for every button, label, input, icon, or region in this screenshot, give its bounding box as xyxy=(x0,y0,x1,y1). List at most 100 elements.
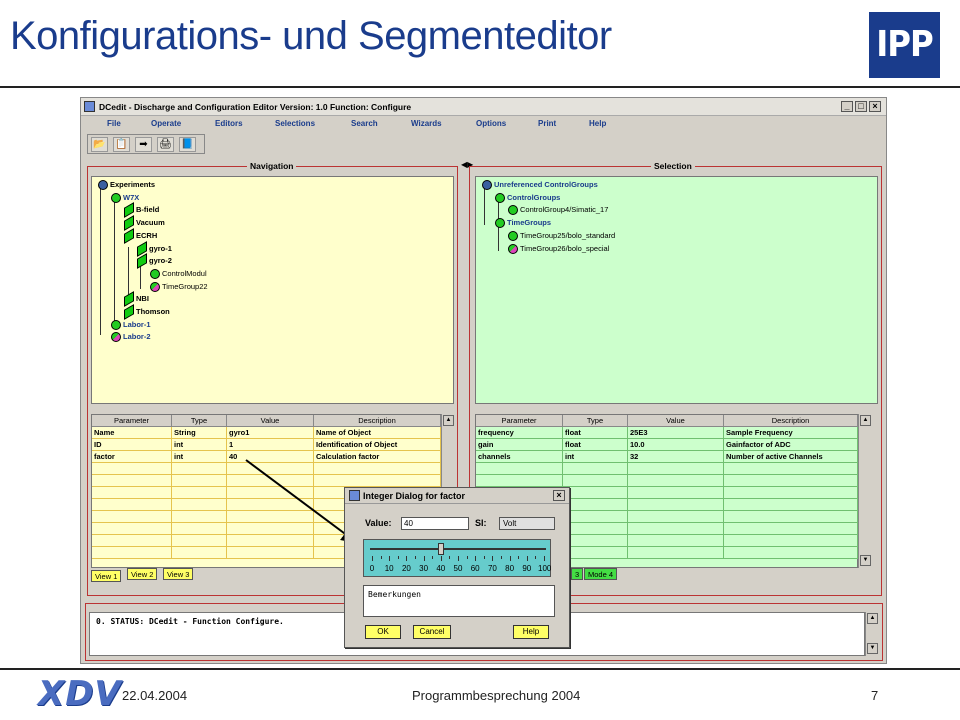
comment-field[interactable]: Bemerkungen xyxy=(363,585,555,617)
table-cell[interactable]: int xyxy=(563,451,628,463)
table-cell[interactable]: Name of Object xyxy=(314,427,441,439)
menu-wizards[interactable]: Wizards xyxy=(411,119,442,128)
col-header-value[interactable]: Value xyxy=(628,415,724,427)
menu-selections[interactable]: Selections xyxy=(275,119,316,128)
table-cell[interactable]: float xyxy=(563,427,628,439)
tree-node[interactable]: Experiments xyxy=(98,180,155,191)
table-cell[interactable] xyxy=(227,463,314,475)
tab-3[interactable]: 3 xyxy=(571,568,584,580)
table-cell[interactable] xyxy=(172,547,227,559)
table-cell[interactable]: float xyxy=(563,439,628,451)
tree-node[interactable]: Unreferenced ControlGroups xyxy=(482,180,598,191)
table-cell[interactable] xyxy=(92,499,172,511)
open-folder-icon[interactable]: 📂 xyxy=(91,137,108,152)
tree-node[interactable]: Vacuum xyxy=(124,215,165,231)
table-cell[interactable] xyxy=(724,463,858,475)
table-cell[interactable] xyxy=(724,535,858,547)
close-button[interactable]: × xyxy=(869,101,881,112)
tab-view-1[interactable]: View 1 xyxy=(91,570,122,582)
tree-node[interactable]: gyro-2 xyxy=(137,253,172,270)
col-header-type[interactable]: Type xyxy=(563,415,628,427)
table-cell[interactable] xyxy=(227,523,314,535)
table-cell[interactable] xyxy=(314,463,441,475)
tree-node[interactable]: B-field xyxy=(124,202,159,219)
table-cell[interactable] xyxy=(724,511,858,523)
tree-node[interactable]: gyro-1 xyxy=(137,240,172,257)
table-cell[interactable]: ID xyxy=(92,439,172,451)
tree-node[interactable]: TimeGroup26/bolo_special xyxy=(508,244,609,254)
table-cell[interactable] xyxy=(563,475,628,487)
tree-node[interactable]: Labor-2 xyxy=(111,332,151,343)
table-cell[interactable] xyxy=(628,523,724,535)
table-cell[interactable]: factor xyxy=(92,451,172,463)
table-cell[interactable] xyxy=(563,511,628,523)
table-row[interactable] xyxy=(476,463,858,475)
table-cell[interactable]: Sample Frequency xyxy=(724,427,858,439)
table-cell[interactable]: 40 xyxy=(227,451,314,463)
table-cell[interactable]: gain xyxy=(476,439,563,451)
table-cell[interactable] xyxy=(227,547,314,559)
tree-node[interactable]: TimeGroup25/bolo_standard xyxy=(508,231,615,241)
slider-thumb[interactable] xyxy=(437,543,444,555)
col-header-description[interactable]: Description xyxy=(314,415,441,427)
menu-editors[interactable]: Editors xyxy=(215,119,243,128)
col-header-value[interactable]: Value xyxy=(227,415,314,427)
col-header-description[interactable]: Description xyxy=(724,415,858,427)
table-cell[interactable] xyxy=(172,523,227,535)
table-cell[interactable] xyxy=(476,463,563,475)
tree-node[interactable]: ECRH xyxy=(124,227,157,244)
table-cell[interactable] xyxy=(628,547,724,559)
table-cell[interactable] xyxy=(476,475,563,487)
table-cell[interactable] xyxy=(227,487,314,499)
table-cell[interactable] xyxy=(563,499,628,511)
minimize-button[interactable]: _ xyxy=(841,101,853,112)
table-cell[interactable] xyxy=(314,475,441,487)
menu-search[interactable]: Search xyxy=(351,119,378,128)
window-titlebar[interactable]: DCedit - Discharge and Configuration Edi… xyxy=(81,98,886,116)
table-cell[interactable] xyxy=(92,547,172,559)
tree-node[interactable]: Labor-1 xyxy=(111,320,151,330)
table-cell[interactable] xyxy=(628,511,724,523)
scroll-down-icon[interactable]: ▼ xyxy=(867,643,878,654)
tree-node[interactable]: TimeGroup22 xyxy=(150,282,208,292)
table-cell[interactable] xyxy=(724,547,858,559)
col-header-parameter[interactable]: Parameter xyxy=(476,415,563,427)
col-header-parameter[interactable]: Parameter xyxy=(92,415,172,427)
table-cell[interactable]: Identification of Object xyxy=(314,439,441,451)
splitter-arrows-icon[interactable]: ◀▶ xyxy=(461,160,474,169)
table-cell[interactable] xyxy=(172,463,227,475)
table-cell[interactable] xyxy=(628,487,724,499)
table-cell[interactable] xyxy=(628,463,724,475)
table-cell[interactable] xyxy=(172,511,227,523)
help-button[interactable]: Help xyxy=(513,625,549,639)
dialog-titlebar[interactable]: Integer Dialog for factor × xyxy=(345,488,569,504)
menu-file[interactable]: File xyxy=(107,119,121,128)
tree-node[interactable]: W7X xyxy=(111,193,139,203)
table-cell[interactable] xyxy=(628,535,724,547)
table-cell[interactable] xyxy=(92,463,172,475)
table-cell[interactable] xyxy=(724,499,858,511)
value-input[interactable]: 40 xyxy=(401,517,469,530)
table-row[interactable] xyxy=(476,475,858,487)
table-cell[interactable] xyxy=(172,535,227,547)
tree-node[interactable]: TimeGroups xyxy=(495,218,551,229)
scroll-up-icon[interactable]: ▲ xyxy=(860,415,871,426)
table-cell[interactable]: channels xyxy=(476,451,563,463)
arrow-right-icon[interactable]: ➡ xyxy=(135,137,152,152)
status-scrollbar[interactable]: ▲ ▼ xyxy=(865,612,878,656)
table-cell[interactable] xyxy=(724,475,858,487)
table-cell[interactable]: Calculation factor xyxy=(314,451,441,463)
table-cell[interactable]: String xyxy=(172,427,227,439)
table-cell[interactable]: int xyxy=(172,451,227,463)
menu-print[interactable]: Print xyxy=(538,119,557,128)
tree-node[interactable]: ControlGroups xyxy=(495,193,560,203)
table-row[interactable] xyxy=(92,475,441,487)
table-cell[interactable] xyxy=(628,499,724,511)
table-cell[interactable] xyxy=(563,547,628,559)
table-cell[interactable]: 25E3 xyxy=(628,427,724,439)
table-cell[interactable] xyxy=(563,463,628,475)
menu-options[interactable]: Options xyxy=(476,119,507,128)
